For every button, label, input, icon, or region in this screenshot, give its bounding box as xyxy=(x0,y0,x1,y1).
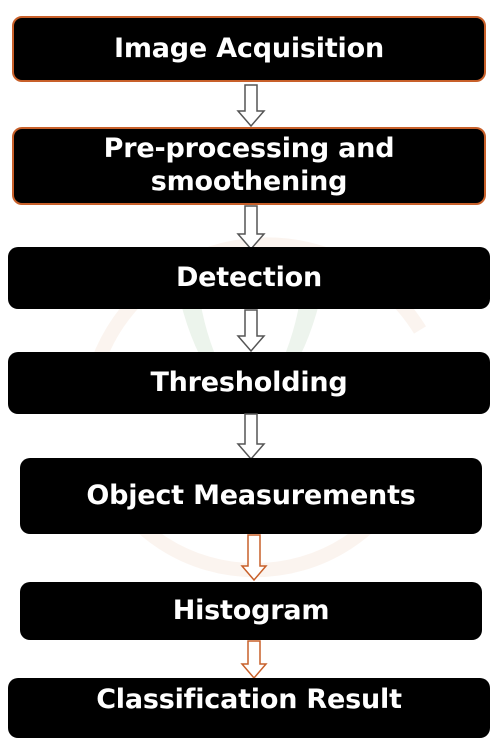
step-label: Histogram xyxy=(172,594,330,626)
step-label: Object Measurements xyxy=(86,479,416,511)
down-arrow-icon xyxy=(236,205,266,251)
step-label: Detection xyxy=(175,261,323,293)
step-classification-result: Classification Result xyxy=(8,678,490,738)
down-arrow-icon xyxy=(240,534,268,582)
down-arrow-icon xyxy=(236,84,266,128)
step-label: Classification Result xyxy=(96,684,402,715)
step-thresholding: Thresholding xyxy=(8,352,490,414)
step-object-measurements: Object Measurements xyxy=(20,458,482,534)
step-image-acquisition: Image Acquisition xyxy=(12,16,486,82)
down-arrow-icon xyxy=(236,309,266,353)
step-histogram: Histogram xyxy=(20,582,482,640)
down-arrow-icon xyxy=(240,640,268,680)
step-detection: Detection xyxy=(8,247,490,309)
down-arrow-icon xyxy=(236,413,266,461)
step-label: Thresholding xyxy=(150,366,348,398)
step-pre-processing: Pre-processing and smoothening xyxy=(12,127,486,205)
step-label: Pre-processing and smoothening xyxy=(103,133,395,197)
step-label: Image Acquisition xyxy=(113,32,384,64)
